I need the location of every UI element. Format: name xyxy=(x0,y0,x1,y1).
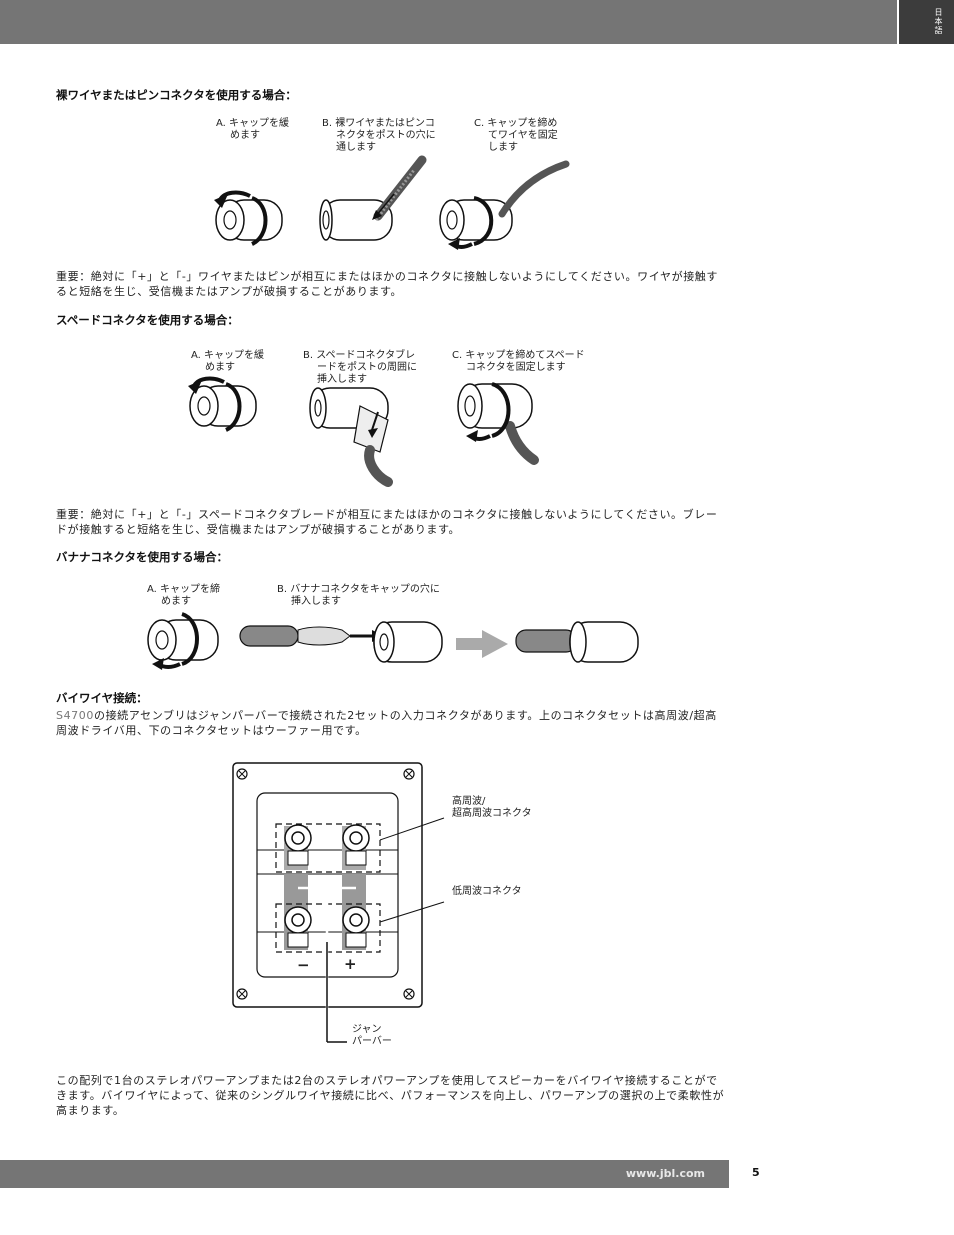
spade-insert-illustration xyxy=(309,387,393,487)
spade-heading: スペードコネクタを使用する場合： xyxy=(56,313,239,327)
loosen-cap-illustration xyxy=(214,190,283,246)
biwire-closing: この配列で1台のステレオパワーアンプまたは2台のステレオパワーアンプを使用してス… xyxy=(56,1074,725,1117)
banana-insert-illustration xyxy=(239,621,639,663)
tighten-cap-illustration xyxy=(439,160,570,250)
banana-heading: バナナコネクタを使用する場合： xyxy=(56,550,229,564)
high-frequency-connector-label: 高周波/超高周波コネクタ xyxy=(452,796,532,819)
spade-step-b: B. スペードコネクタブレードをポストの周囲に挿入します xyxy=(303,350,417,385)
bare-wire-warning: 重要：絶対に「+」と「-」ワイヤまたはピンが相互にまたはほかのコネクタに接触しな… xyxy=(56,270,719,298)
spade-loosen-cap-illustration xyxy=(188,376,257,432)
biwire-intro: S4700の接続アセンブリはジャンパーバーで接続された2セットの入力コネクタがあ… xyxy=(56,709,717,737)
plus-label: + xyxy=(344,955,357,973)
low-frequency-connector-label: 低周波コネクタ xyxy=(452,886,522,897)
bare-wire-step-b: B. 裸ワイヤまたはピンコネクタをポストの穴に通します xyxy=(322,118,436,153)
page-number: 5 xyxy=(752,1166,760,1179)
header-bar xyxy=(0,0,897,44)
banana-step-b: B. バナナコネクタをキャップの穴に挿入します xyxy=(277,584,440,607)
minus-label: − xyxy=(297,956,310,974)
biwire-heading: バイワイヤ接続： xyxy=(56,691,148,705)
language-tab-label: 日本語 xyxy=(934,8,943,35)
bare-wire-heading: 裸ワイヤまたはピンコネクタを使用する場合： xyxy=(56,88,297,102)
jumper-bar-label: ジャンパーバー xyxy=(352,1024,392,1047)
spade-warning: 重要：絶対に「+」と「-」スペードコネクタブレードが相互にまたはほかのコネクタに… xyxy=(56,508,718,536)
bare-wire-step-c: C. キャップを締めてワイヤを固定します xyxy=(474,118,558,153)
language-tab: 日本語 xyxy=(899,0,954,44)
footer-url[interactable]: www.jbl.com xyxy=(625,1167,705,1180)
spade-step-c: C. キャップを締めてスペードコネクタを固定します xyxy=(452,350,585,373)
insert-wire-illustration xyxy=(319,155,427,241)
banana-step-a: A. キャップを締めます xyxy=(147,584,221,607)
bare-wire-step-a: A. キャップを緩めます xyxy=(216,118,290,141)
spade-step-a: A. キャップを緩めます xyxy=(191,350,265,373)
banana-tighten-cap-illustration xyxy=(147,612,219,670)
spade-tighten-cap-illustration xyxy=(457,382,539,465)
model-number: S4700 xyxy=(56,709,94,722)
footer-bar: www.jbl.com xyxy=(0,1160,729,1188)
terminal-panel-diagram xyxy=(232,762,445,1043)
